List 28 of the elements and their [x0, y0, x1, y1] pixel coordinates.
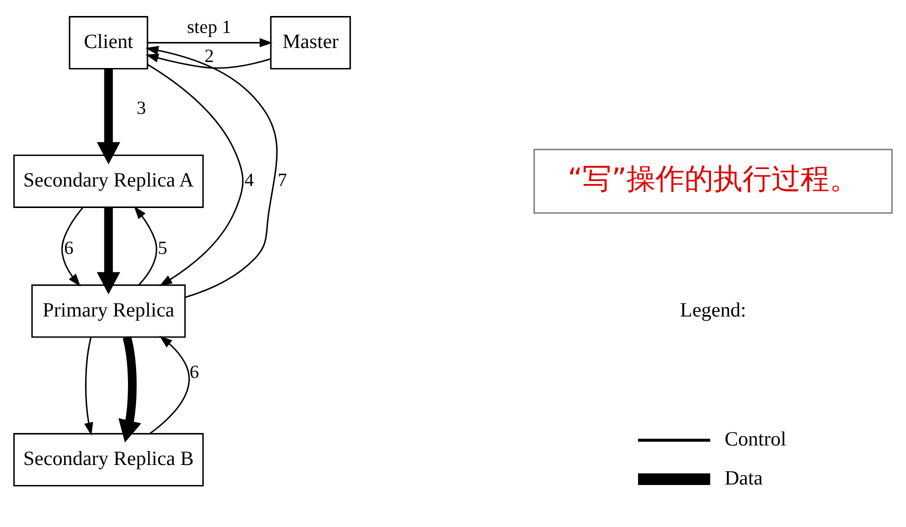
node-box: Client [68, 16, 148, 70]
arrow [148, 38, 273, 48]
edge-label: 6 [190, 362, 200, 384]
arrow [147, 64, 244, 286]
arrow [146, 54, 271, 69]
node-box: Secondary Replica A [13, 154, 204, 208]
edge-label: 7 [278, 170, 288, 192]
edge-label: 3 [136, 98, 146, 120]
arrow [84, 337, 94, 436]
node-box: Secondary Replica B [13, 433, 204, 486]
legend-label: Control [724, 428, 786, 451]
edge-label: 2 [204, 46, 214, 68]
arrow [61, 206, 84, 287]
legend-label: Data [724, 468, 763, 490]
node-box: “写”操作的执行过程。 [533, 148, 893, 214]
edge-label: step 1 [187, 17, 232, 38]
label: Legend: [680, 299, 746, 322]
arrow [96, 69, 120, 164]
arrow [118, 336, 142, 443]
node-box: Master [270, 16, 351, 70]
node-box: Primary Replica [31, 284, 186, 338]
edge-label: 4 [244, 170, 254, 192]
arrow [145, 46, 278, 298]
arrow [96, 208, 120, 294]
arrow [134, 206, 158, 286]
edge-label: 5 [158, 238, 168, 259]
edge-label: 6 [64, 238, 74, 259]
arrow [150, 336, 190, 434]
